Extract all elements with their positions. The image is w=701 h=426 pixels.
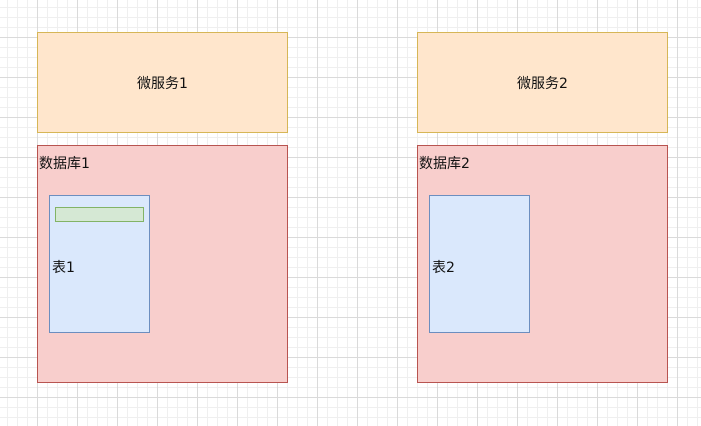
database-1-label: 数据库1 bbox=[39, 156, 90, 172]
microservice-2-box[interactable]: 微服务2 bbox=[417, 32, 668, 133]
microservice-1-box[interactable]: 微服务1 bbox=[37, 32, 288, 133]
table-2-box[interactable]: 表2 bbox=[429, 195, 530, 333]
microservice-1-label: 微服务1 bbox=[137, 75, 188, 92]
microservice-2-label: 微服务2 bbox=[517, 75, 568, 92]
database-2-label: 数据库2 bbox=[419, 156, 470, 172]
table-1-label: 表1 bbox=[52, 260, 75, 276]
table-1-row[interactable] bbox=[55, 207, 144, 222]
table-2-label: 表2 bbox=[432, 260, 455, 276]
table-1-box[interactable]: 表1 bbox=[49, 195, 150, 333]
